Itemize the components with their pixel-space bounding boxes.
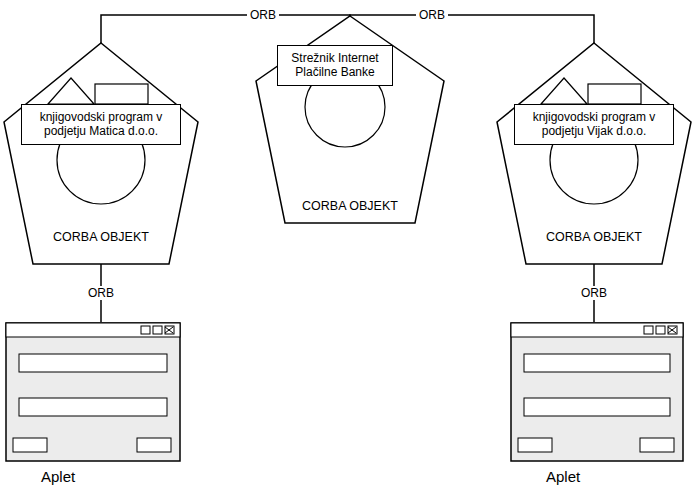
pentagon-shape [4, 43, 198, 264]
program-box: knjigovodski program v podjetju Vijak d.… [514, 104, 674, 145]
text-field [19, 398, 167, 416]
corba-object: CORBA OBJEKT knjigovodski program v podje… [496, 42, 692, 266]
orb-connector [101, 15, 350, 43]
object-label: CORBA OBJEKT [3, 230, 199, 244]
object-label: CORBA OBJEKT [496, 230, 692, 244]
form-button [640, 438, 674, 452]
window-drawing [510, 322, 684, 462]
program-label: knjigovodski program v podjetju Vijak d.… [521, 110, 667, 139]
form-button [13, 438, 47, 452]
corba-object: CORBA OBJEKT Strežnik Internet Plačilne B… [255, 15, 445, 225]
window-frame [511, 323, 683, 461]
applet-window: Aplet [5, 322, 181, 486]
window-title-bar [6, 323, 180, 337]
close-cross [668, 327, 676, 333]
window-button [644, 326, 653, 334]
form-button [518, 438, 552, 452]
connector-label: ORB [85, 286, 117, 300]
window-title-bar [511, 323, 683, 337]
text-field [19, 354, 167, 372]
object-label: CORBA OBJEKT [255, 199, 445, 213]
window-caption: Aplet [510, 468, 684, 486]
text-field [524, 354, 670, 372]
program-box: knjigovodski program v podjetju Matica d… [21, 104, 181, 145]
square-symbol [95, 84, 148, 104]
connector-label: ORB [416, 8, 448, 22]
window-drawing [5, 322, 181, 462]
form-button [137, 438, 171, 452]
window-button [153, 326, 162, 334]
window-button [165, 326, 174, 334]
program-label: Strežnik Internet Plačilne Banke [284, 51, 386, 80]
connector-label: ORB [578, 286, 610, 300]
square-symbol [588, 84, 641, 104]
applet-window: Aplet [510, 322, 684, 486]
window-button [668, 326, 677, 334]
orb-connector [350, 15, 594, 43]
text-field [524, 398, 670, 416]
program-box: Strežnik Internet Plačilne Banke [277, 45, 393, 86]
window-frame [6, 323, 180, 461]
pentagon-shape [497, 43, 691, 264]
window-button [656, 326, 665, 334]
corba-object: CORBA OBJEKT knjigovodski program v podje… [3, 42, 199, 266]
triangle-symbol [48, 78, 94, 104]
window-button [141, 326, 150, 334]
close-cross [165, 327, 173, 333]
program-label: knjigovodski program v podjetju Matica d… [28, 110, 174, 139]
window-caption: Aplet [5, 468, 181, 486]
connector-label: ORB [247, 8, 279, 22]
pentagon-shape [256, 16, 444, 223]
triangle-symbol [541, 78, 587, 104]
